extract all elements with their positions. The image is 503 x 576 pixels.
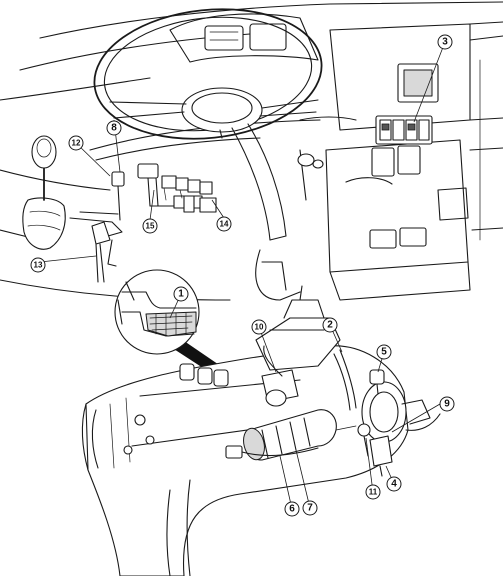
svg-text:6: 6 xyxy=(289,504,295,515)
svg-text:12: 12 xyxy=(72,139,81,148)
gear-shift-lever xyxy=(0,135,231,301)
svg-text:10: 10 xyxy=(255,323,264,332)
callout-12: 12 xyxy=(68,135,84,151)
relay-block xyxy=(137,163,217,213)
transmission-assembly xyxy=(81,285,441,576)
svg-text:5: 5 xyxy=(381,347,387,358)
callout-1: 1 xyxy=(173,286,189,302)
callout-14: 14 xyxy=(216,216,232,232)
callout-15: 15 xyxy=(142,218,158,234)
callout-3: 3 xyxy=(437,34,453,50)
svg-text:2: 2 xyxy=(327,320,333,331)
svg-text:4: 4 xyxy=(391,479,397,490)
callout-4: 4 xyxy=(386,476,402,492)
callout-11: 11 xyxy=(365,484,381,500)
callout-8: 8 xyxy=(106,120,122,136)
svg-text:11: 11 xyxy=(369,488,378,497)
steering-wheel xyxy=(93,8,357,241)
svg-text:13: 13 xyxy=(34,261,43,270)
svg-text:8: 8 xyxy=(111,123,117,134)
callout-9: 9 xyxy=(439,396,455,412)
svg-text:7: 7 xyxy=(307,503,313,514)
callout-13: 13 xyxy=(30,257,46,273)
callout-2: 2 xyxy=(322,317,338,333)
svg-text:1: 1 xyxy=(178,289,184,300)
svg-text:9: 9 xyxy=(444,399,450,410)
svg-text:14: 14 xyxy=(220,220,229,229)
switch-bank xyxy=(375,115,433,145)
svg-text:15: 15 xyxy=(146,222,155,231)
svg-text:3: 3 xyxy=(442,37,448,48)
dashboard xyxy=(0,1,503,301)
callout-6: 6 xyxy=(284,501,300,517)
callout-10: 10 xyxy=(251,319,267,335)
callout-5: 5 xyxy=(376,344,392,360)
callout-7: 7 xyxy=(302,500,318,516)
